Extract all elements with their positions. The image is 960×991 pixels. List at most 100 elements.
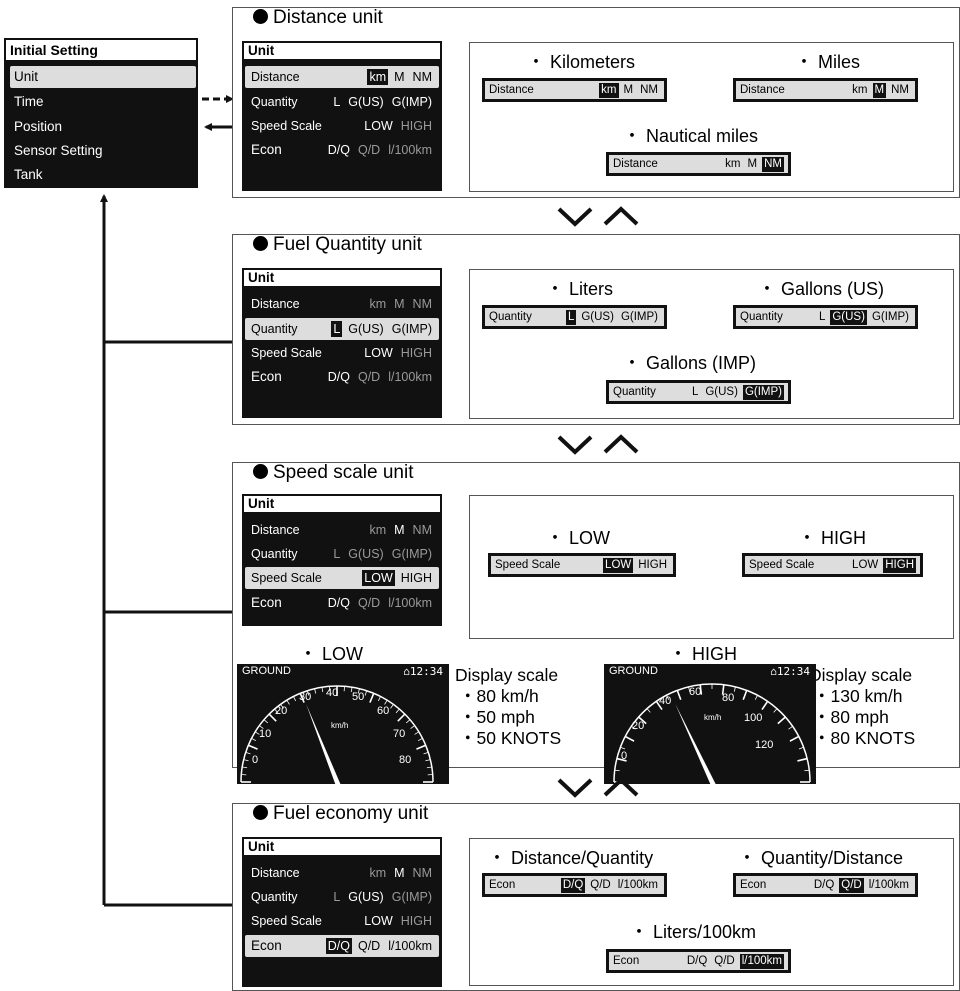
- opt-m[interactable]: M: [392, 865, 406, 881]
- opt-nm[interactable]: NM: [411, 69, 434, 85]
- row-label: Speed Scale: [251, 342, 322, 364]
- opt-nm[interactable]: NM: [411, 865, 434, 881]
- opt-l100[interactable]: l/100km: [386, 142, 434, 158]
- opt-km[interactable]: km: [367, 69, 388, 85]
- opt-high[interactable]: HIGH: [399, 570, 434, 586]
- opt-high[interactable]: HIGH: [399, 118, 434, 134]
- fuel-quantity-unit-section: Fuel Quantity unit Unit Distance kmMNM Q…: [232, 234, 960, 425]
- menu-item-sensor-setting[interactable]: Sensor Setting: [10, 140, 196, 162]
- row-label: Distance: [251, 862, 300, 884]
- opt-m[interactable]: M: [392, 522, 406, 538]
- opt-qd[interactable]: Q/D: [356, 938, 382, 954]
- opt-l[interactable]: L: [331, 889, 342, 905]
- row-label: Distance: [251, 293, 300, 315]
- caption-liters: ・ Liters: [546, 278, 613, 300]
- initial-setting-menu: Initial Setting Unit Time Position Senso…: [4, 38, 198, 188]
- speed-section-title: Speed scale unit: [273, 462, 414, 483]
- opt-l[interactable]: L: [331, 546, 342, 562]
- row-label: Speed Scale: [251, 115, 322, 137]
- opt-km[interactable]: km: [367, 865, 388, 881]
- opt-low[interactable]: LOW: [362, 913, 394, 929]
- gauge-tick: [774, 709, 777, 713]
- chevron-down-up-icon: [555, 204, 645, 228]
- gauge-tick: [406, 720, 410, 723]
- opt-gimp[interactable]: G(IMP): [390, 889, 434, 905]
- opt-l[interactable]: L: [331, 94, 342, 110]
- opt-gimp[interactable]: G(IMP): [390, 94, 434, 110]
- menu-item-position[interactable]: Position: [10, 116, 196, 138]
- opt-high[interactable]: HIGH: [399, 913, 434, 929]
- row-label: Speed Scale: [251, 567, 322, 589]
- opt-km[interactable]: km: [367, 296, 388, 312]
- opt-gimp[interactable]: G(IMP): [390, 546, 434, 562]
- speedometer-high: GROUND ⌂12:34 km/h 0 20 40 60 80 100 120: [604, 664, 816, 784]
- opt-high[interactable]: HIGH: [399, 345, 434, 361]
- opt-low[interactable]: LOW: [362, 118, 394, 134]
- opt-m[interactable]: M: [392, 69, 406, 85]
- opt-nm[interactable]: NM: [411, 522, 434, 538]
- section-title: Fuel economy unit: [253, 801, 428, 827]
- gauge-tick: [755, 695, 757, 699]
- section-title: Fuel Quantity unit: [253, 232, 422, 258]
- gauge-tick: [734, 687, 735, 692]
- section-title: Distance unit: [253, 5, 383, 31]
- opt-qd[interactable]: Q/D: [356, 595, 382, 611]
- row-speed-scale[interactable]: Speed Scale LOW HIGH: [245, 342, 439, 364]
- screen-title: Unit: [242, 41, 442, 61]
- opt-l100[interactable]: l/100km: [386, 938, 434, 954]
- caption-gallons-imp: ・ Gallons (IMP): [623, 352, 756, 374]
- opt-low[interactable]: LOW: [362, 570, 394, 586]
- tick-label: 70: [393, 728, 405, 740]
- screen-title: Unit: [242, 494, 442, 514]
- opt-l[interactable]: L: [331, 321, 342, 337]
- opt-low[interactable]: LOW: [362, 345, 394, 361]
- opt-qd[interactable]: Q/D: [356, 369, 382, 385]
- opt-dq[interactable]: D/Q: [326, 938, 352, 954]
- section-title: Speed scale unit: [253, 460, 414, 486]
- gauge-tick: [244, 760, 249, 761]
- tick-label: 40: [326, 687, 338, 699]
- row-label: Econ: [251, 592, 282, 614]
- menu-item-unit[interactable]: Unit: [10, 66, 196, 88]
- opt-l100[interactable]: l/100km: [386, 369, 434, 385]
- opt-dq[interactable]: D/Q: [326, 595, 352, 611]
- opt-dq[interactable]: D/Q: [326, 142, 352, 158]
- distance-unit-section: Distance unit Unit Distance kmMNM Quanti…: [232, 7, 960, 198]
- tick-label: 60: [377, 705, 389, 717]
- row-speed-scale[interactable]: Speed Scale LOW HIGH: [245, 567, 439, 589]
- clock-readout: ⌂12:34: [403, 665, 443, 678]
- opt-nm[interactable]: NM: [411, 296, 434, 312]
- opt-dq[interactable]: D/Q: [326, 369, 352, 385]
- gauge-tick: [315, 689, 316, 694]
- menu-item-time[interactable]: Time: [10, 91, 196, 113]
- opt-gus[interactable]: G(US): [346, 94, 385, 110]
- row-speed-scale[interactable]: Speed Scale LOW HIGH: [245, 115, 439, 137]
- clock-readout: ⌂12:34: [770, 665, 810, 678]
- menu-item-tank[interactable]: Tank: [10, 164, 196, 186]
- opt-km[interactable]: km: [367, 522, 388, 538]
- opt-l100[interactable]: l/100km: [386, 595, 434, 611]
- caption-quantity-distance: ・ Quantity/Distance: [738, 847, 903, 869]
- opt-gimp[interactable]: G(IMP): [390, 321, 434, 337]
- opt-qd[interactable]: Q/D: [356, 142, 382, 158]
- opt-gus[interactable]: G(US): [346, 546, 385, 562]
- econ-dq-selected: EconD/QQ/Dl/100km: [482, 873, 667, 897]
- opt-m[interactable]: M: [392, 296, 406, 312]
- opt-gus[interactable]: G(US): [346, 321, 385, 337]
- opt-gus[interactable]: G(US): [346, 889, 385, 905]
